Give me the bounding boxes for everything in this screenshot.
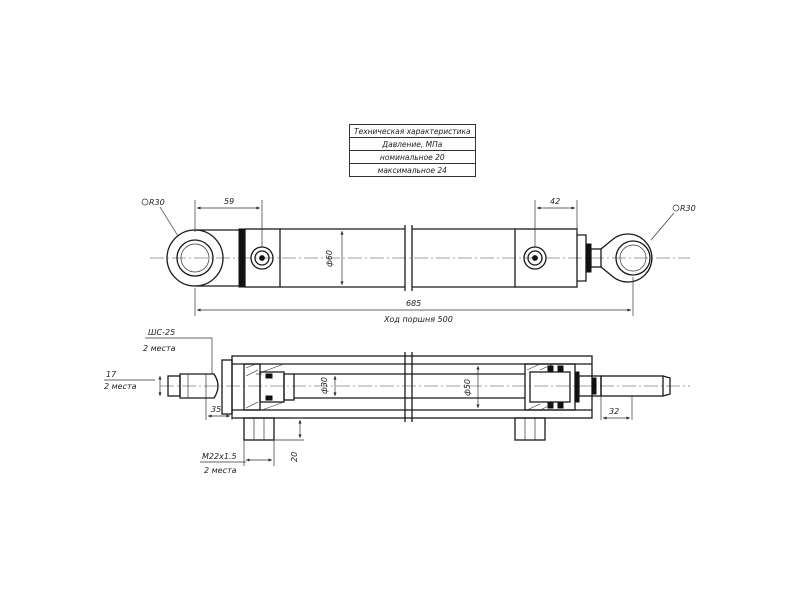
- port-height-label: 20: [290, 452, 299, 462]
- hinge-count-label: 2 места: [143, 344, 176, 353]
- section-view: ф30 ф50 ШС-25 2 места 17 2 места 35 32 M…: [104, 328, 690, 475]
- spec-maximum: максимальное 24: [349, 163, 476, 177]
- port-thread-label: M22x1.5: [202, 452, 237, 461]
- top-view: ф60 59 42 R30 R30 685 Ход поршня 500: [141, 197, 696, 324]
- bore-dia-label: ф60: [325, 250, 334, 267]
- radius-right-label: R30: [680, 204, 696, 213]
- port-right-section: [514, 417, 546, 441]
- right-eye: [615, 240, 651, 276]
- total-length-label: 685: [406, 299, 421, 308]
- hinge-label: ШС-25: [148, 328, 175, 337]
- pin-dia-label: 17: [106, 370, 117, 379]
- pin-count-label: 2 места: [104, 382, 137, 391]
- eye-width-label: 35: [211, 405, 221, 414]
- eye-offset-left-label: 59: [224, 197, 234, 206]
- spec-table: Техническая характеристика Давление, МПа…: [349, 124, 476, 177]
- stroke-label: Ход поршня 500: [383, 315, 453, 324]
- piston-dia-label: ф50: [463, 379, 472, 396]
- eye-offset-right-label: 42: [550, 197, 560, 206]
- rod-dia-label: ф30: [320, 377, 329, 394]
- rod-end-len-label: 32: [609, 407, 619, 416]
- port-left-section: [243, 417, 275, 441]
- port-count-label: 2 места: [204, 466, 237, 475]
- radius-left-label: R30: [149, 198, 165, 207]
